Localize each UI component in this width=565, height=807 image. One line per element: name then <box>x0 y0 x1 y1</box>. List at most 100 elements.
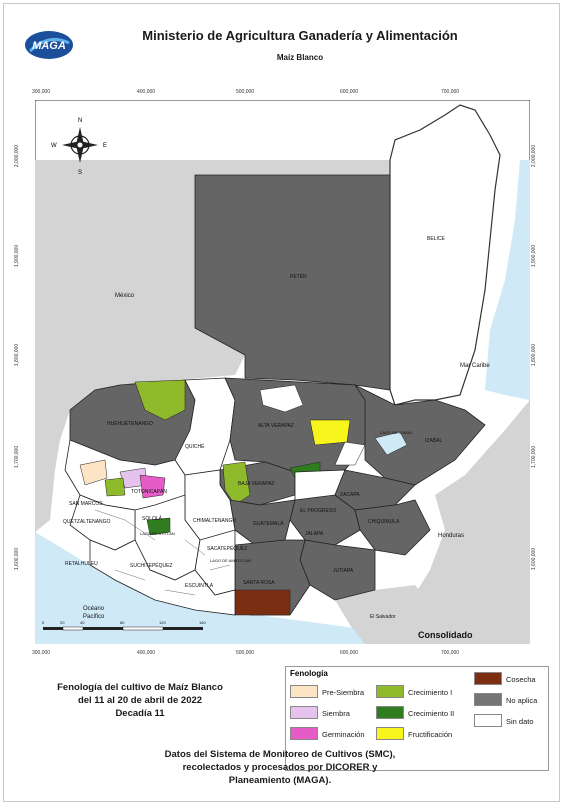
compass-w: W <box>51 143 57 149</box>
label-el-progreso: EL PROGRESO <box>300 508 336 514</box>
sin-dato-area <box>334 441 366 466</box>
cosecha-area <box>234 589 291 616</box>
legend-swatch <box>290 727 318 740</box>
caption-line: del 11 al 20 de abril de 2022 <box>77 695 203 706</box>
suchitepequez-region <box>89 539 236 616</box>
bottom-tick: 500,000 <box>236 650 255 656</box>
legend-swatch <box>290 685 318 698</box>
pacific-ocean-area <box>35 532 385 644</box>
page-title: Ministerio de Agricultura Ganadería y Al… <box>142 28 458 43</box>
label-belice: BELICE <box>427 236 445 242</box>
legend-label: Fructificación <box>408 730 453 739</box>
label-el-salvador: El Salvador <box>370 614 396 620</box>
legend-label: Siembra <box>322 709 350 718</box>
label-baja-verapaz: BAJA VERAPAZ <box>238 481 275 487</box>
label-totonicapan: TOTONICAPÁN <box>131 488 167 495</box>
legend-swatch <box>290 706 318 719</box>
label-mexico: México <box>115 293 135 299</box>
scale-tick: 160 <box>199 620 206 625</box>
legend-swatch <box>474 714 502 727</box>
label-quiche: QUICHÉ <box>185 443 205 450</box>
label-peten: PETÉN <box>290 273 307 280</box>
map-caption: Fenología del cultivo de Maíz Blanco del… <box>20 681 260 720</box>
maga-logo: MAGA <box>25 31 73 59</box>
label-zacapa: ZACAPA <box>340 492 360 498</box>
caption-line: Fenología del cultivo de Maíz Blanco <box>57 682 223 693</box>
honduras-area <box>395 400 530 644</box>
label-santa-rosa: SANTA ROSA <box>243 580 275 586</box>
label-lago-amatitlan: LAGO DE AMATITLÁN <box>210 558 251 563</box>
right-tick: 2,000,000 <box>531 144 538 168</box>
legend-swatch <box>474 672 502 685</box>
sin-dato-area <box>259 384 304 413</box>
source-line: Datos del Sistema de Monitoreo de Cultiv… <box>164 749 396 760</box>
legend-label: No aplica <box>506 696 538 705</box>
legend-label: Cosecha <box>506 675 536 684</box>
compass-n: N <box>78 118 82 124</box>
label-lago-izabal: LAGO DE IZABAL <box>380 430 413 435</box>
label-jutiapa: JUTIAPA <box>333 568 354 574</box>
legend-label: Sin dato <box>506 717 534 726</box>
label-izabal: IZABAL <box>425 438 442 444</box>
right-tick: 1,600,000 <box>531 547 538 571</box>
legend-swatch <box>474 693 502 706</box>
label-alta-verapaz: ALTA VERAPAZ <box>258 423 294 429</box>
label-chimaltenango: CHIMALTENANGO <box>193 518 236 524</box>
label-lago-atitlan: LAGO DE ATITLÁN <box>140 531 175 536</box>
left-tick: 1,800,000 <box>14 343 21 367</box>
left-tick: 1,600,000 <box>14 547 21 571</box>
logo-text: MAGA <box>32 40 66 52</box>
legend-swatch <box>376 706 404 719</box>
right-tick: 1,700,000 <box>531 445 538 469</box>
label-jalapa: JALAPA <box>305 531 324 537</box>
label-mar-caribe: Mar Caribe <box>460 363 490 369</box>
label-escuintla: ESCUINTLA <box>185 583 214 589</box>
bottom-tick: 300,000 <box>32 650 51 656</box>
label-quetzaltenango: QUETZALTENANGO <box>63 519 111 525</box>
compass-e: E <box>103 143 107 149</box>
top-tick: 700,000 <box>441 89 460 95</box>
label-consolidado: Consolidado <box>418 630 473 640</box>
scale-tick: 0 <box>42 620 45 625</box>
caption-line: Decadía 11 <box>115 708 165 719</box>
legend-swatch <box>376 685 404 698</box>
top-tick: 300,000 <box>32 89 51 95</box>
left-tick: 1,900,000 <box>14 244 21 268</box>
legend-label: Crecimiento I <box>408 688 453 697</box>
label-guatemala: GUATEMALA <box>253 521 284 527</box>
jalapa-region <box>289 494 361 546</box>
top-tick: 400,000 <box>137 89 156 95</box>
page-frame <box>3 3 560 802</box>
chiquimula-region <box>354 499 431 556</box>
peten-region <box>194 174 391 391</box>
label-retalhuleu: RETALHULEU <box>65 561 98 567</box>
legend-label: Germinación <box>322 730 365 739</box>
label-huehuetenango: HUEHUETENANGO <box>107 421 153 427</box>
right-tick: 1,800,000 <box>531 343 538 367</box>
compass-s: S <box>78 170 82 176</box>
bottom-tick: 700,000 <box>441 650 460 656</box>
legend-label: Crecimiento II <box>408 709 455 718</box>
label-oceano: Océano <box>83 606 105 612</box>
scale-bar: 0 20 40 80 120 160 <box>42 620 206 631</box>
caribbean-sea-area <box>485 160 530 400</box>
map-frame: N S E W México PETÉN BELICE Mar Caribe H… <box>35 100 530 644</box>
label-solola: SOLOLÁ <box>142 515 163 522</box>
mexico-area <box>35 160 390 532</box>
scale-tick: 80 <box>120 620 125 625</box>
label-sacatepequez: SACATEPÉQUEZ <box>207 545 247 552</box>
crecimiento-i-area <box>222 461 251 506</box>
label-san-marcos: SAN MARCOS <box>69 501 103 507</box>
fructificacion-area <box>309 419 351 446</box>
right-tick: 1,900,000 <box>531 244 538 268</box>
label-chiquimula: CHIQUIMULA <box>368 519 400 525</box>
guatemala-region <box>229 499 296 546</box>
left-tick: 1,700,000 <box>14 445 21 469</box>
source-line: Planeamiento (MAGA). <box>228 775 332 786</box>
scale-tick: 40 <box>80 620 85 625</box>
top-tick: 600,000 <box>340 89 359 95</box>
label-suchitepequez: SUCHITEPÉQUEZ <box>130 562 173 569</box>
page-subtitle: Maíz Blanco <box>276 53 324 62</box>
legend-title: Fenología <box>290 669 328 678</box>
scale-tick: 20 <box>60 620 65 625</box>
